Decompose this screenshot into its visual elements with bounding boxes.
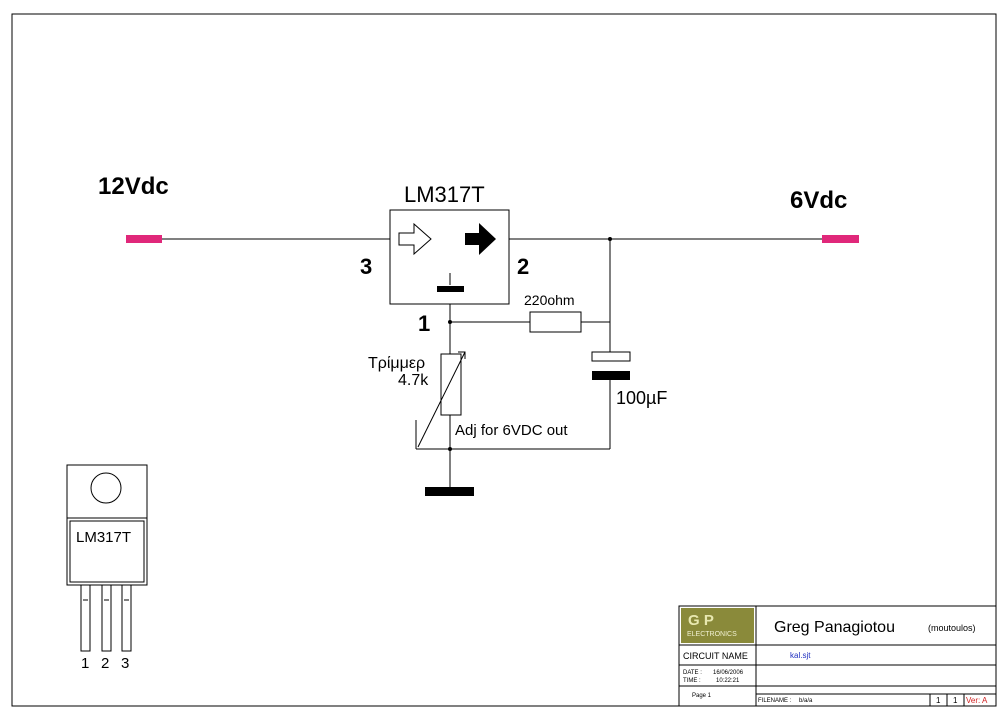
- filename-label: FILENAME :: [758, 698, 792, 704]
- trimmer-note: Adj for 6VDC out: [455, 422, 568, 439]
- sheet-number: 1: [936, 696, 941, 705]
- filename-value: b/a/a: [799, 698, 813, 704]
- regulator-name: LM317T: [404, 182, 485, 207]
- title-block: [678, 605, 997, 707]
- package-lead-1: [80, 584, 91, 652]
- output-connector: [822, 235, 859, 243]
- time-value: 10:22:21: [716, 678, 740, 684]
- input-connector: [126, 235, 162, 243]
- trimmer-arrow-head-icon: [458, 351, 466, 359]
- package-lead-2: [101, 584, 112, 652]
- output-label: 6Vdc: [790, 187, 847, 214]
- trimmer-value: 4.7k: [398, 372, 429, 389]
- resistor-value: 220ohm: [524, 292, 575, 308]
- regulator-pin-out: 2: [517, 254, 529, 279]
- author-name: Greg Panagiotou: [774, 619, 895, 636]
- capacitor-value: 100µF: [616, 388, 667, 408]
- package-body: [66, 517, 148, 586]
- input-label: 12Vdc: [98, 173, 169, 200]
- company-logo-top: G P: [688, 612, 714, 629]
- trimmer-name: Τρίμμερ: [368, 355, 425, 372]
- time-label: TIME :: [683, 678, 701, 684]
- circuit-name-value: kal.sjt: [790, 651, 811, 660]
- package-name: LM317T: [76, 529, 131, 546]
- resistor-body: [529, 311, 582, 333]
- package-lead-3: [121, 584, 132, 652]
- page-number: Page 1: [692, 693, 712, 699]
- capacitor-plate-negative: [592, 371, 630, 380]
- author-nickname: (moutoulos): [928, 623, 976, 633]
- package-mounting-hole: [90, 472, 122, 504]
- package-body-inner: [69, 520, 145, 583]
- company-logo-bottom: ELECTRONICS: [687, 631, 737, 638]
- version-label: Ver: A: [966, 696, 988, 705]
- drawing-frame: [11, 13, 997, 707]
- regulator-pin-adj: 1: [418, 311, 430, 336]
- sheet-total: 1: [953, 696, 958, 705]
- capacitor-plate-positive: [591, 351, 631, 362]
- ground-symbol: [425, 487, 474, 496]
- date-label: DATE :: [683, 670, 702, 676]
- regulator-pin-in: 3: [360, 254, 372, 279]
- regulator-input-arrow-icon: [398, 222, 432, 256]
- package-pin-3: 3: [121, 655, 129, 672]
- date-value: 16/06/2006: [713, 670, 744, 676]
- ground-junction: [448, 447, 452, 451]
- company-logo: [681, 608, 754, 643]
- regulator-output-arrow-icon: [465, 223, 496, 255]
- circuit-name-label: CIRCUIT NAME: [683, 651, 748, 661]
- regulator-ground-bar: [437, 286, 464, 292]
- package-pin-1: 1: [81, 655, 89, 672]
- package-pin-2: 2: [101, 655, 109, 672]
- trimmer-arrow: [417, 351, 466, 448]
- trimmer-body: [440, 353, 462, 416]
